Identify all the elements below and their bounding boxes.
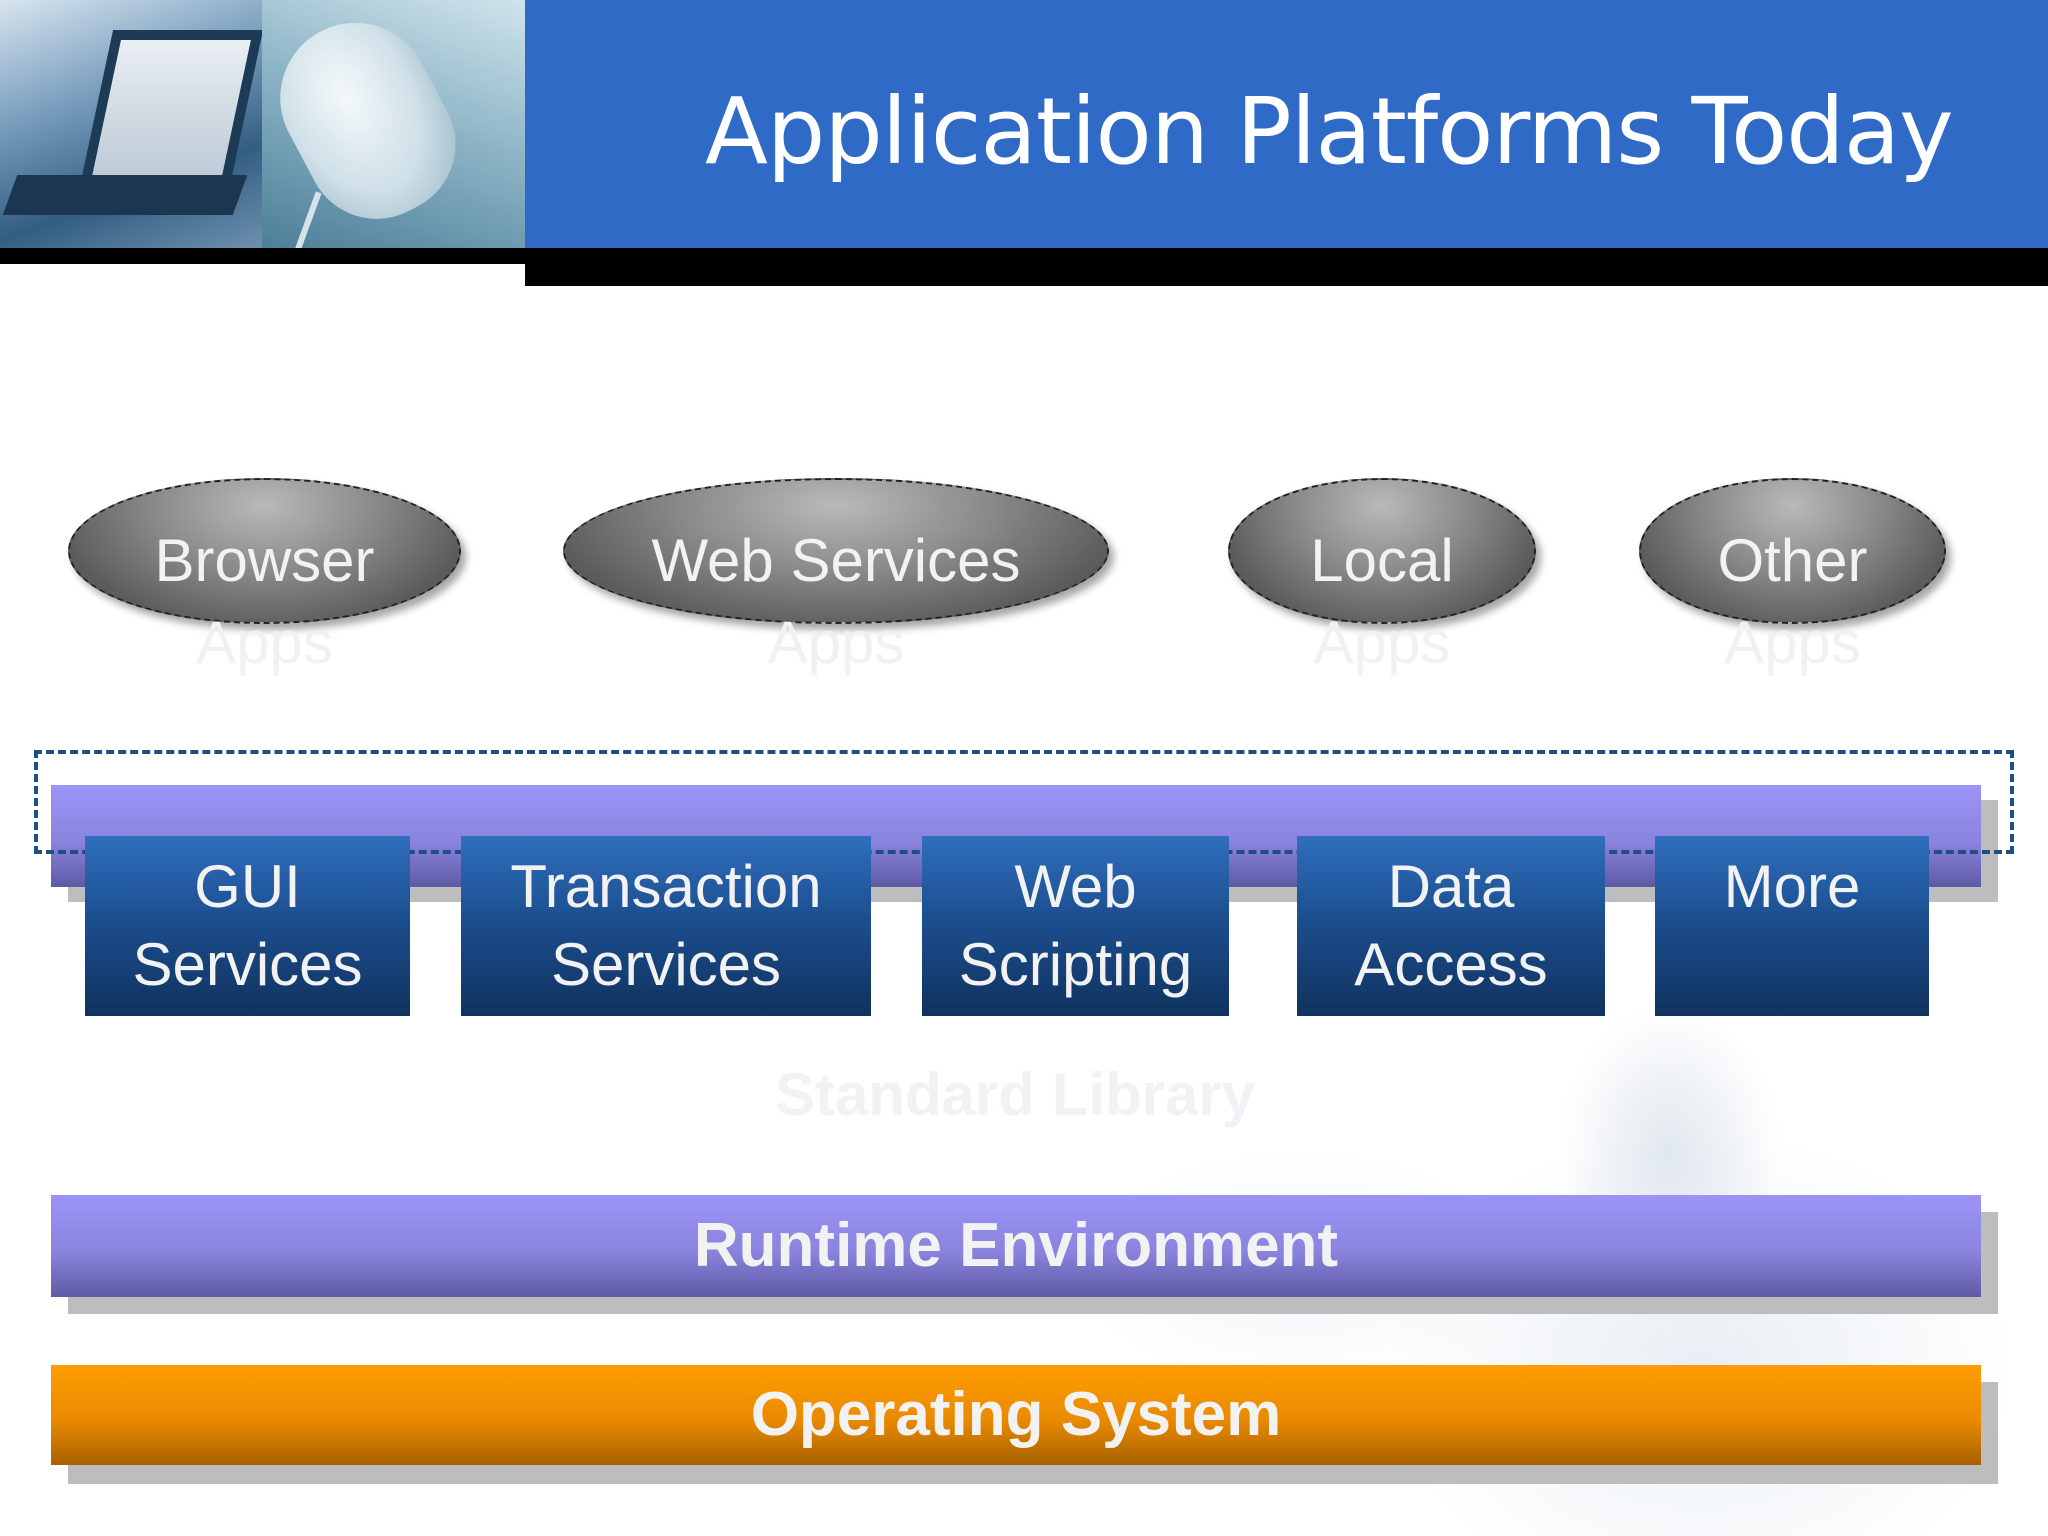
- title-band: [525, 0, 2048, 248]
- runtime-bar: Runtime Environment: [51, 1195, 1981, 1297]
- service-line2: Services: [132, 931, 363, 998]
- service-line1: GUI: [194, 853, 301, 920]
- slide-title: Application Platforms Today: [705, 78, 1954, 185]
- laptop-photo: [0, 0, 264, 248]
- service-web-scripting: Web Scripting: [922, 836, 1229, 1016]
- service-line1: More: [1723, 853, 1861, 920]
- runtime-label: Runtime Environment: [693, 1211, 1339, 1280]
- app-label: Browser: [154, 527, 375, 594]
- app-label: Web Services: [651, 527, 1021, 594]
- service-data-access: Data Access: [1297, 836, 1605, 1016]
- header-photo: [0, 0, 525, 248]
- app-sublabel: Apps: [1724, 609, 1861, 676]
- service-line1: Data: [1387, 853, 1515, 920]
- laptop-base: [2, 175, 248, 215]
- mouse-icon: [253, 0, 481, 244]
- app-label: Local: [1310, 527, 1454, 594]
- service-line2: Services: [550, 931, 782, 998]
- header-rule-right: [525, 248, 2048, 286]
- service-line1: Web: [1014, 853, 1137, 920]
- app-browser: Browser: [68, 478, 461, 624]
- header-rule-left: [0, 248, 525, 264]
- app-sublabel: Apps: [767, 609, 905, 676]
- service-transaction: Transaction Services: [461, 836, 871, 1016]
- service-gui: GUI Services: [85, 836, 410, 1016]
- os-bar: Operating System: [51, 1365, 1981, 1465]
- service-line1: Transaction: [510, 853, 822, 920]
- service-line2: Scripting: [958, 931, 1193, 998]
- app-other: Other: [1639, 478, 1946, 624]
- service-line2: Access: [1354, 931, 1548, 998]
- os-label: Operating System: [750, 1380, 1282, 1449]
- standard-library-label: Standard Library: [775, 1061, 1256, 1128]
- app-sublabel: Apps: [196, 609, 333, 676]
- app-sublabel: Apps: [1313, 609, 1451, 676]
- app-local: Local: [1228, 478, 1536, 624]
- mouse-photo: [253, 0, 525, 248]
- app-web-services: Web Services: [563, 478, 1109, 624]
- app-label: Other: [1717, 527, 1868, 594]
- mouse-cable: [288, 191, 322, 248]
- service-more: More: [1655, 836, 1929, 1016]
